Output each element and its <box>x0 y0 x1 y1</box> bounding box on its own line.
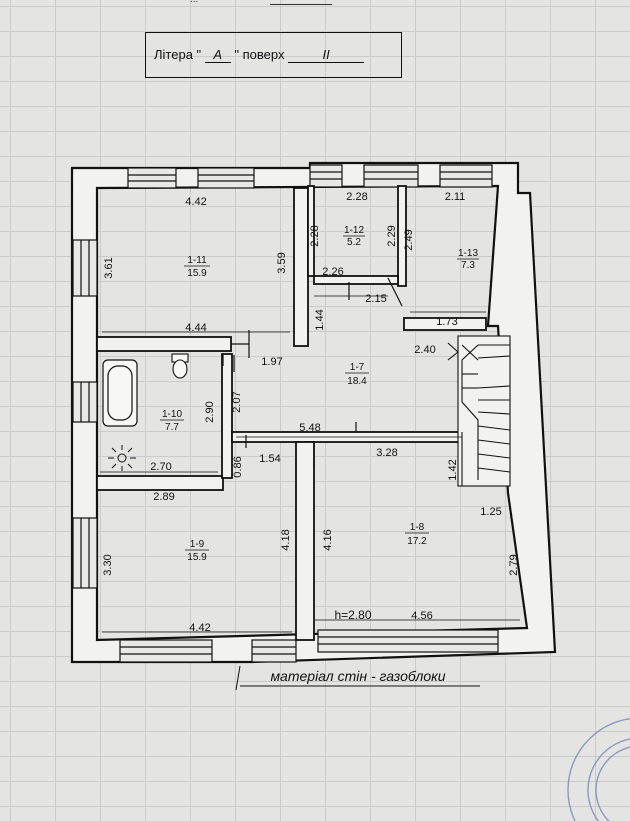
staircase <box>447 335 511 487</box>
dim-4-44: 4.44 <box>185 322 206 334</box>
dim-4-56: 4.56 <box>411 610 432 622</box>
dim-2-11: 2.11 <box>445 191 466 203</box>
top-cut-text: ... <box>190 0 198 5</box>
dim-1-97: 1.97 <box>261 356 282 368</box>
dim-2-28-side: 2.28 <box>309 225 321 246</box>
litera-label: Літера <box>154 47 193 62</box>
dim-2-40: 2.40 <box>414 344 435 356</box>
room-area-1-8: 17.2 <box>407 536 427 547</box>
room-labels: 1-11 15.9 1-12 5.2 1-13 7.3 1-7 18.4 1-1… <box>160 225 479 563</box>
stamp-seal <box>567 718 630 821</box>
floor-label: поверх <box>242 47 285 62</box>
dim-2-07: 2.07 <box>231 391 243 412</box>
dim-1-44: 1.44 <box>314 309 326 330</box>
room-id-1-10: 1-10 <box>162 409 182 420</box>
room-id-1-12: 1-12 <box>344 225 364 236</box>
room-id-1-9: 1-9 <box>190 539 205 550</box>
dim-2-15: 2.15 <box>365 293 386 305</box>
dim-2-70: 2.70 <box>150 461 171 473</box>
dimension-labels: 4.42 3.61 3.59 4.44 2.28 2.28 2.29 2.26 … <box>102 191 520 634</box>
room-area-1-13: 7.3 <box>461 260 475 271</box>
header-text: Літера " А " поверх II <box>154 47 365 63</box>
wall-material-note: матеріал стін - газоблоки <box>270 668 445 684</box>
dimension-lines <box>100 295 520 633</box>
dim-1-42: 1.42 <box>447 459 459 480</box>
dim-4-42-top: 4.42 <box>185 196 206 208</box>
bathtub <box>102 359 138 427</box>
floor-value: II <box>288 47 365 63</box>
ceiling-height-label: h=2.80 <box>334 608 371 622</box>
room-id-1-7: 1-7 <box>350 362 365 373</box>
dim-4-16: 4.16 <box>322 529 334 550</box>
dim-1-25: 1.25 <box>480 506 501 518</box>
room-area-1-9: 15.9 <box>187 552 207 563</box>
dim-1-73: 1.73 <box>436 316 457 328</box>
dim-2-89: 2.89 <box>153 491 174 503</box>
dim-2-29: 2.29 <box>386 225 398 246</box>
top-cut-line <box>270 4 332 5</box>
dim-2-49: 2.49 <box>403 229 415 250</box>
dim-3-28: 3.28 <box>376 447 397 459</box>
dim-3-61: 3.61 <box>103 257 115 278</box>
dim-2-28-top: 2.28 <box>346 191 367 203</box>
dim-3-59: 3.59 <box>276 252 288 273</box>
dim-2-79: 2.79 <box>508 554 520 575</box>
dim-3-30: 3.30 <box>102 554 114 575</box>
dim-0-86: 0.86 <box>232 456 244 477</box>
room-area-1-12: 5.2 <box>347 237 361 248</box>
interior-walls <box>96 185 487 641</box>
room-area-1-11: 15.9 <box>187 268 207 279</box>
dim-1-54: 1.54 <box>259 453 280 465</box>
dim-2-26: 2.26 <box>322 266 343 278</box>
dim-5-48: 5.48 <box>299 422 320 434</box>
light-fixture <box>108 445 136 471</box>
room-area-1-10: 7.7 <box>165 422 179 433</box>
room-area-1-7: 18.4 <box>347 376 367 387</box>
dim-4-42-bottom: 4.42 <box>189 622 210 634</box>
toilet <box>171 353 189 379</box>
dim-2-90: 2.90 <box>204 401 216 422</box>
room-id-1-11: 1-11 <box>187 255 207 266</box>
litera-value: А <box>204 47 231 63</box>
room-id-1-8: 1-8 <box>410 522 425 533</box>
dim-4-18: 4.18 <box>280 529 292 550</box>
room-id-1-13: 1-13 <box>458 248 478 259</box>
windows <box>72 164 499 663</box>
header-frame: Літера " А " поверх II <box>145 32 402 78</box>
